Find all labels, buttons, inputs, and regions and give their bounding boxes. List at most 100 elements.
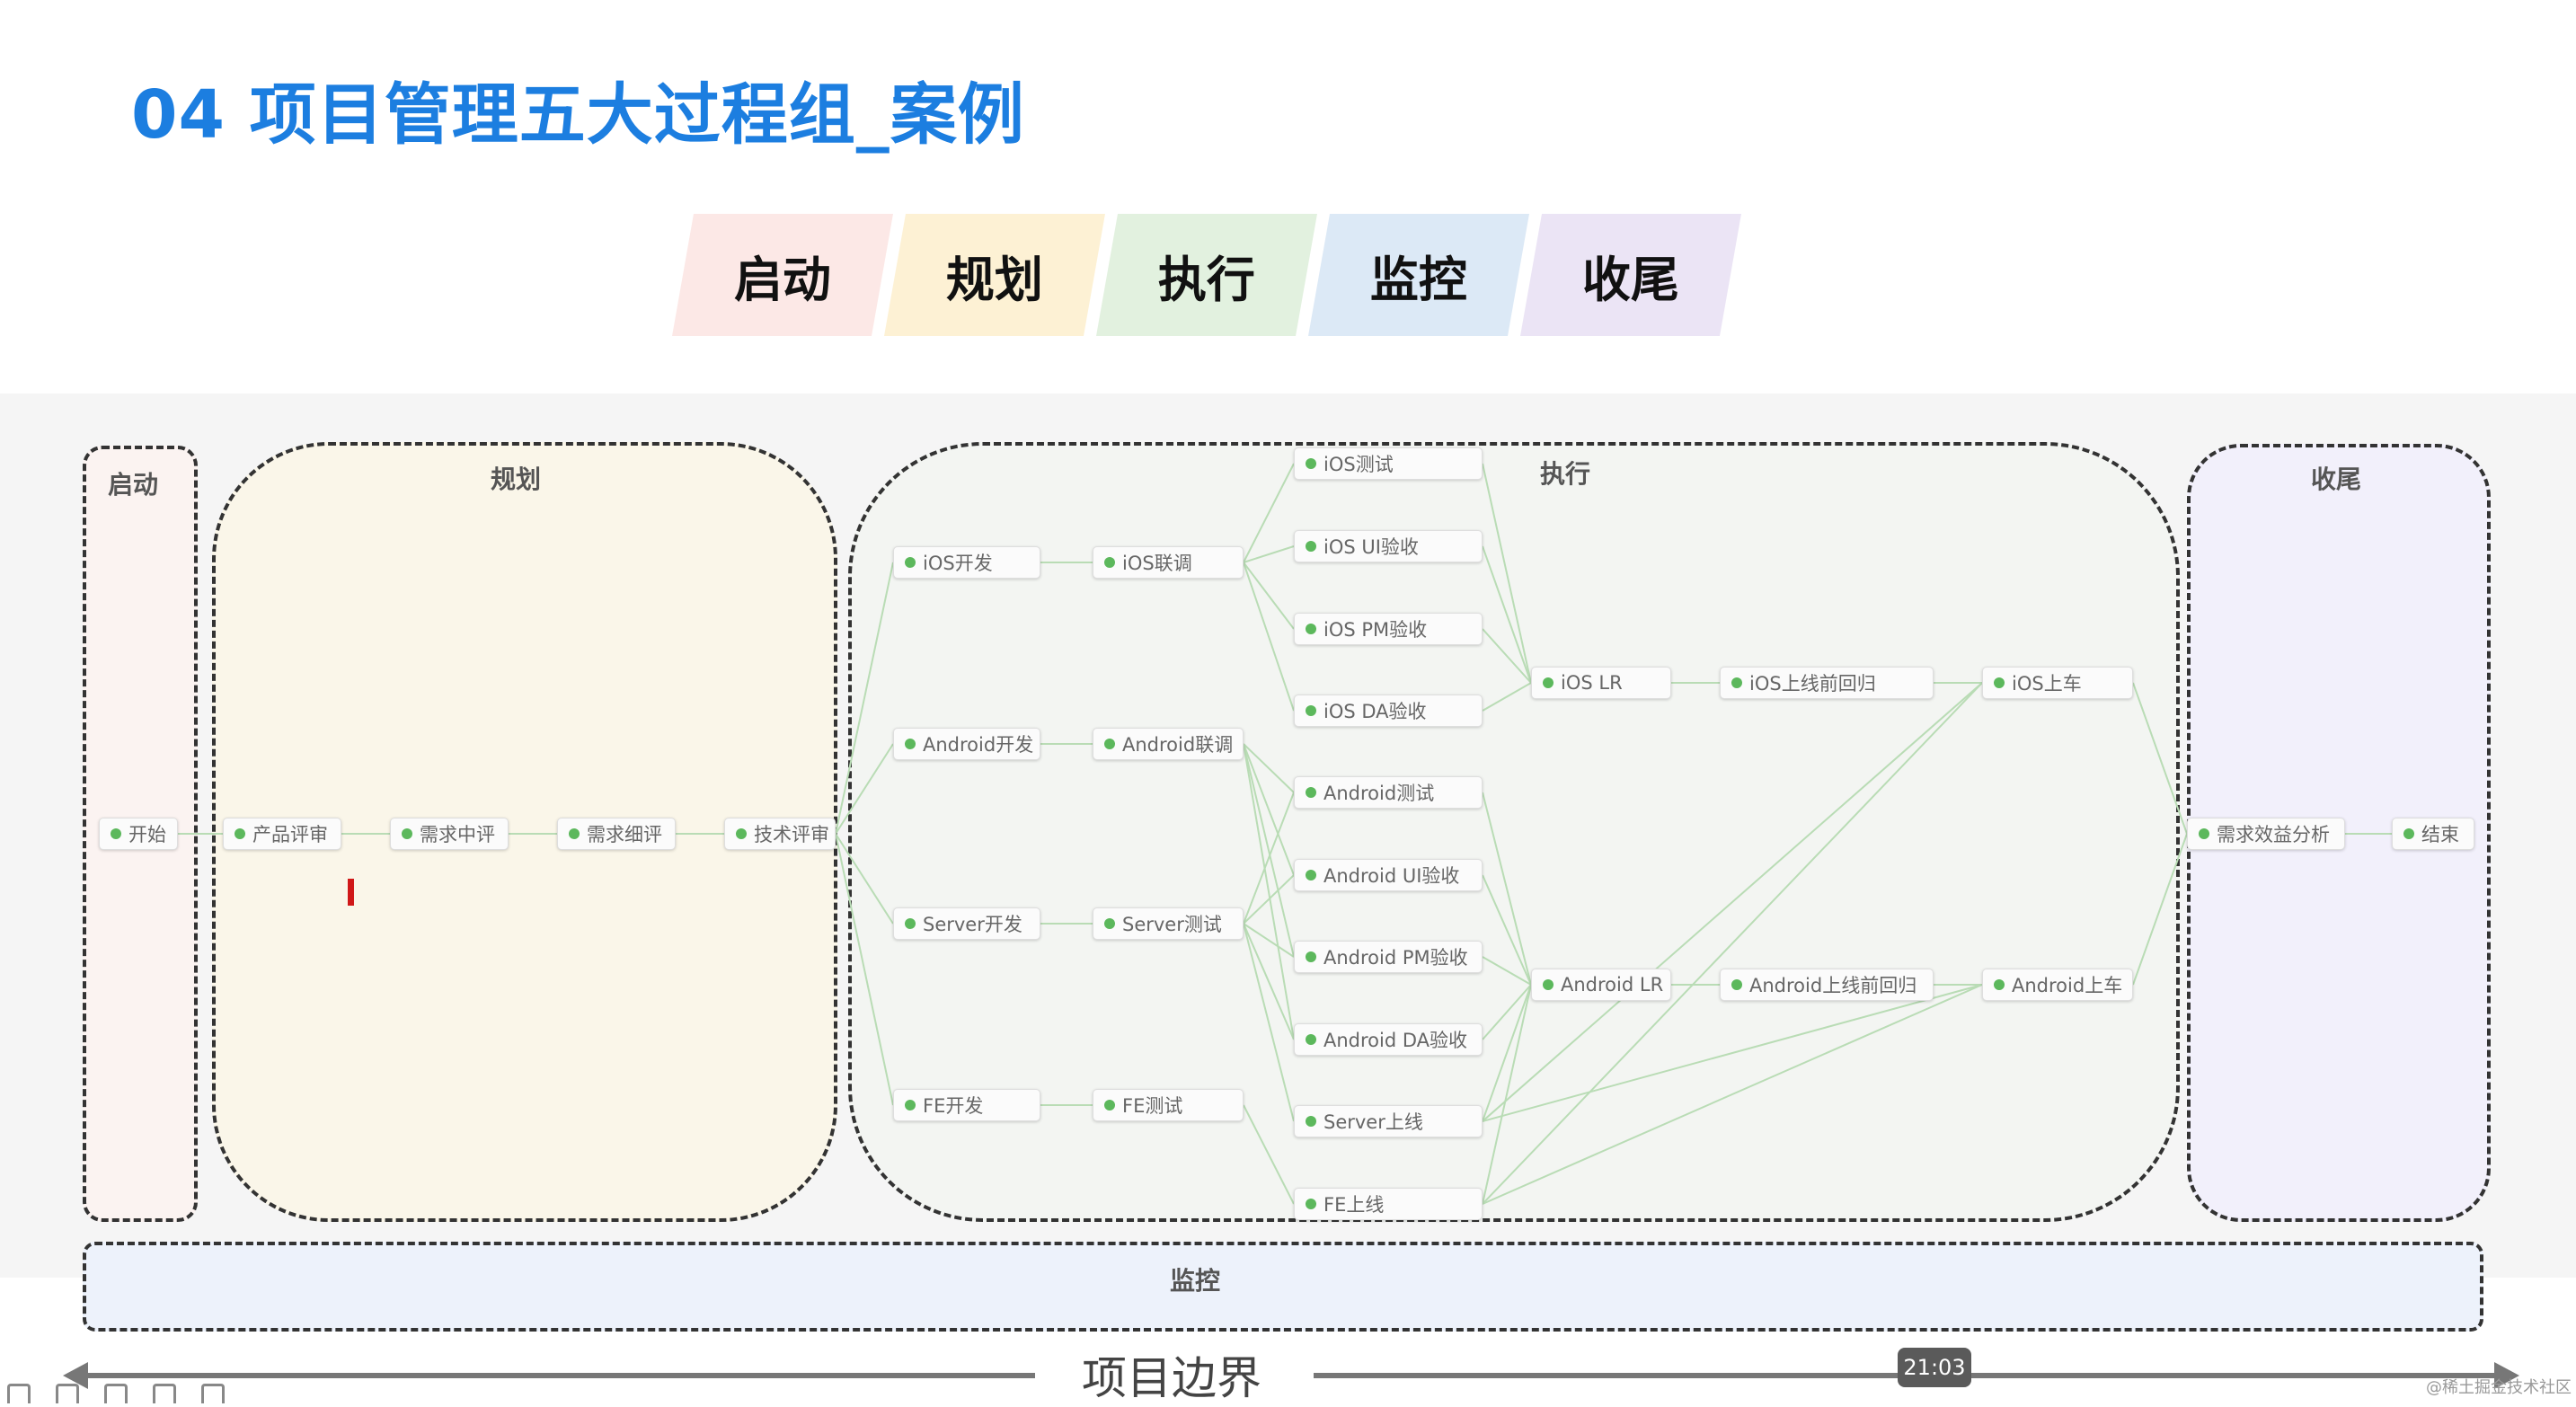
node-label: 技术评审 xyxy=(754,824,829,845)
node-android-pre-regression: Android上线前回归 xyxy=(1720,969,1934,1001)
node-label: Server开发 xyxy=(923,914,1022,935)
node-status-dot xyxy=(1306,1034,1316,1045)
node-android-da-accept: Android DA验收 xyxy=(1294,1023,1483,1056)
node-status-dot xyxy=(1731,979,1742,990)
node-label: Android DA验收 xyxy=(1323,1030,1468,1051)
node-label: iOS UI验收 xyxy=(1323,536,1419,558)
edge-server-launch-to-ios-release xyxy=(1482,682,1983,1122)
edge-android-da-accept-to-android-lr xyxy=(1482,984,1532,1040)
node-label: FE测试 xyxy=(1122,1095,1183,1117)
slide-title: 04 项目管理五大过程组_案例 xyxy=(131,76,1025,154)
boundary-arrow-right-icon xyxy=(2494,1362,2519,1389)
home-icon[interactable] xyxy=(7,1384,31,1403)
notes-icon[interactable] xyxy=(56,1384,79,1403)
edge-android-ui-accept-to-android-lr xyxy=(1482,874,1532,986)
node-label: Android UI验收 xyxy=(1323,865,1460,887)
node-label: FE开发 xyxy=(923,1095,984,1117)
node-label: iOS DA验收 xyxy=(1323,701,1427,722)
node-status-dot xyxy=(1104,918,1115,929)
project-boundary-label: 项目边界 xyxy=(1082,1352,1261,1404)
edge-android-test-to-android-lr xyxy=(1482,792,1532,986)
node-product-review: 产品评审 xyxy=(223,818,341,850)
node-status-dot xyxy=(1306,705,1316,716)
node-status-dot xyxy=(402,828,412,839)
text-cursor-marker xyxy=(348,879,354,906)
node-status-dot xyxy=(2199,828,2209,839)
fullscreen-icon[interactable] xyxy=(201,1384,225,1403)
node-label: iOS上线前回归 xyxy=(1749,673,1876,695)
node-status-dot xyxy=(569,828,580,839)
edge-fe-test-to-fe-launch xyxy=(1243,1104,1295,1205)
node-label: Server上线 xyxy=(1323,1111,1423,1133)
node-ios-pm-accept: iOS PM验收 xyxy=(1294,613,1483,645)
node-android-dev: Android开发 xyxy=(893,728,1040,760)
region-execute xyxy=(848,442,2180,1222)
node-status-dot xyxy=(1306,541,1316,552)
edge-tech-review-to-server-dev xyxy=(835,833,894,925)
node-status-dot xyxy=(1994,677,2005,688)
node-fe-test: FE测试 xyxy=(1093,1089,1244,1121)
edge-fe-launch-to-ios-release xyxy=(1482,682,1983,1205)
boundary-line-left xyxy=(86,1373,1035,1378)
node-status-dot xyxy=(235,828,245,839)
node-server-launch: Server上线 xyxy=(1294,1105,1483,1137)
node-android-integration: Android联调 xyxy=(1093,728,1244,760)
node-fe-launch: FE上线 xyxy=(1294,1188,1483,1220)
edge-android-integration-to-android-da-accept xyxy=(1243,743,1295,1040)
node-android-lr: Android LR xyxy=(1531,969,1671,1001)
settings-icon[interactable] xyxy=(104,1384,128,1403)
edge-tech-review-to-android-dev xyxy=(835,743,894,835)
edge-server-test-to-server-launch xyxy=(1243,923,1295,1122)
node-label: FE上线 xyxy=(1323,1194,1385,1216)
node-status-dot xyxy=(905,739,916,749)
node-tech-review: 技术评审 xyxy=(724,818,836,850)
edge-fe-launch-to-android-release xyxy=(1482,984,1983,1205)
node-end: 结束 xyxy=(2392,818,2474,850)
edge-ios-integration-to-ios-pm-accept xyxy=(1243,562,1295,630)
player-toolbar xyxy=(7,1384,225,1403)
node-ios-lr: iOS LR xyxy=(1531,667,1671,699)
node-ios-test: iOS测试 xyxy=(1294,447,1483,480)
node-android-ui-accept: Android UI验收 xyxy=(1294,859,1483,891)
node-status-dot xyxy=(1306,624,1316,634)
node-status-dot xyxy=(1731,677,1742,688)
node-ios-pre-regression: iOS上线前回归 xyxy=(1720,667,1934,699)
node-ios-integration: iOS联调 xyxy=(1093,546,1244,579)
edge-server-test-to-android-da-accept xyxy=(1243,923,1295,1040)
node-label: iOS LR xyxy=(1561,672,1623,694)
node-start: 开始 xyxy=(99,818,178,850)
node-label: 需求中评 xyxy=(420,824,495,845)
node-label: iOS PM验收 xyxy=(1323,619,1428,641)
node-status-dot xyxy=(1306,787,1316,798)
edge-fe-launch-to-android-lr xyxy=(1482,984,1532,1205)
node-label: 需求细评 xyxy=(587,824,662,845)
edge-server-test-to-android-test xyxy=(1243,792,1295,925)
node-status-dot xyxy=(1306,951,1316,962)
node-status-dot xyxy=(1994,979,2005,990)
node-ios-da-accept: iOS DA验收 xyxy=(1294,695,1483,727)
node-label: iOS联调 xyxy=(1122,553,1192,574)
region-start-label: 启动 xyxy=(108,470,159,500)
play-icon[interactable] xyxy=(153,1384,176,1403)
edge-android-integration-to-android-pm-accept xyxy=(1243,743,1295,958)
edge-ios-pm-accept-to-ios-lr xyxy=(1482,628,1532,684)
edge-tech-review-to-ios-dev xyxy=(835,562,894,835)
node-status-dot xyxy=(1104,557,1115,568)
node-label: iOS上车 xyxy=(2012,673,2082,695)
node-label: Android PM验收 xyxy=(1323,947,1468,969)
node-status-dot xyxy=(1104,739,1115,749)
node-label: Android上车 xyxy=(2012,975,2123,996)
edge-tech-review-to-fe-dev xyxy=(835,833,894,1106)
node-label: Server测试 xyxy=(1122,914,1222,935)
node-status-dot xyxy=(905,557,916,568)
node-status-dot xyxy=(1306,1116,1316,1127)
node-status-dot xyxy=(1306,458,1316,469)
edge-ios-integration-to-ios-ui-accept xyxy=(1243,545,1295,563)
node-label: iOS测试 xyxy=(1323,454,1394,475)
edge-android-integration-to-android-ui-accept xyxy=(1243,743,1295,876)
node-label: Android LR xyxy=(1561,974,1664,996)
node-status-dot xyxy=(905,1100,916,1111)
region-monitor-label: 监控 xyxy=(1170,1266,1221,1296)
edge-ios-release-to-req-benefit-analysis xyxy=(2132,682,2188,835)
